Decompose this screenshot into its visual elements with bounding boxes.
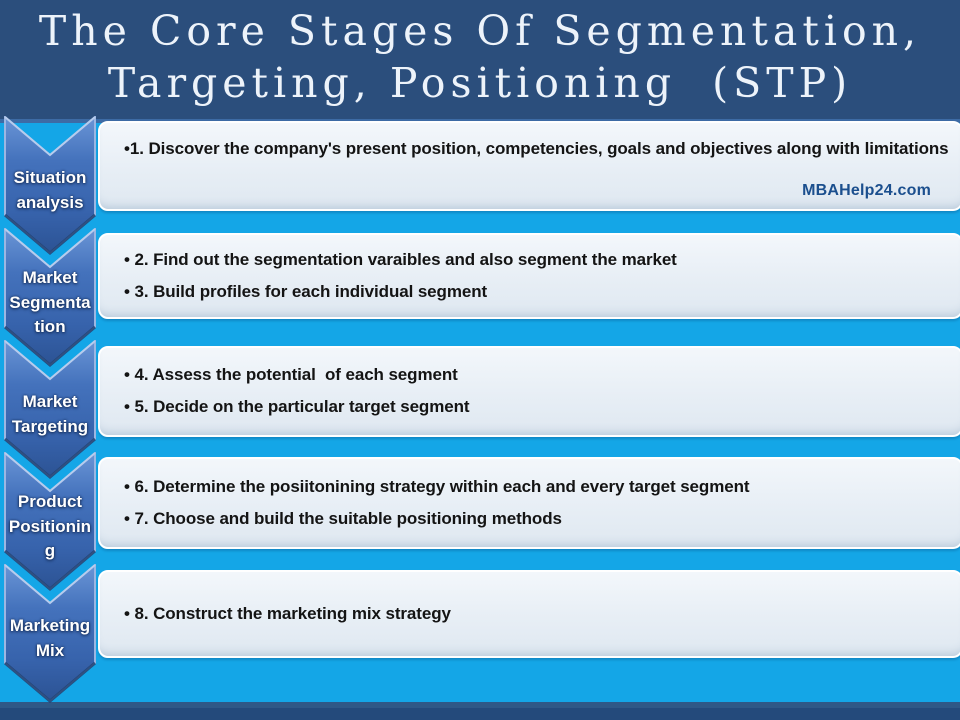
- title-line-1: The Core Stages Of Segmentation,: [38, 7, 922, 55]
- stage-chevron-market-targeting: Market Targeting: [3, 340, 97, 480]
- chevron-down-arrow-icon: [4, 452, 96, 591]
- chevron-down-arrow-icon: [4, 340, 96, 479]
- chevron-label: Marketing Mix: [9, 616, 91, 660]
- chevron-label: Market Segmenta tion: [9, 268, 91, 337]
- stage-chevron-situation-analysis: Situation analysis: [3, 116, 97, 256]
- stage-chevron-market-segmentation: Market Segmenta tion: [3, 228, 97, 368]
- stage-chevron-marketing-mix: Marketing Mix: [3, 564, 97, 704]
- bullet-item: • 6. Determine the posiitonining strateg…: [124, 476, 750, 496]
- bullet-item: • 3. Build profiles for each individual …: [124, 281, 488, 301]
- stage-chevron-product-positioning: Product Positionin g: [3, 452, 97, 592]
- title-line-2: Targeting, Positioning (STP): [107, 59, 853, 107]
- bullet-item: • 5. Decide on the particular target seg…: [124, 397, 470, 416]
- bullet-item: •1. Discover the company's present posit…: [124, 139, 949, 158]
- bullet-item: • 2. Find out the segmentation varaibles…: [124, 249, 677, 269]
- chevron-label: Product Positionin g: [8, 492, 92, 561]
- slide-title: The Core Stages Of Segmentation, Targeti…: [0, 0, 960, 123]
- stage-card-product-positioning: • 6. Determine the posiitonining strateg…: [98, 457, 960, 549]
- bullet-item: • 8. Construct the marketing mix strateg…: [124, 603, 451, 623]
- watermark-text: MBAHelp24.com: [802, 182, 931, 199]
- chevron-down-arrow-icon: [4, 116, 96, 255]
- chevron-down-arrow-icon: [4, 564, 96, 703]
- stage-card-marketing-mix: • 8. Construct the marketing mix strateg…: [98, 570, 960, 658]
- stage-card-market-segmentation: • 2. Find out the segmentation varaibles…: [98, 233, 960, 319]
- stage-card-situation-analysis: •1. Discover the company's present posit…: [98, 121, 960, 211]
- bullet-item: • 7. Choose and build the suitable posit…: [124, 508, 562, 528]
- bullet-item: • 4. Assess the potential of each segmen…: [124, 365, 458, 385]
- chevron-label: Situation analysis: [13, 168, 87, 212]
- bottom-bar: [0, 702, 960, 720]
- chevron-down-arrow-icon: [4, 228, 96, 367]
- chevron-label: Market Targeting: [11, 392, 89, 436]
- stage-card-market-targeting: • 4. Assess the potential of each segmen…: [98, 346, 960, 437]
